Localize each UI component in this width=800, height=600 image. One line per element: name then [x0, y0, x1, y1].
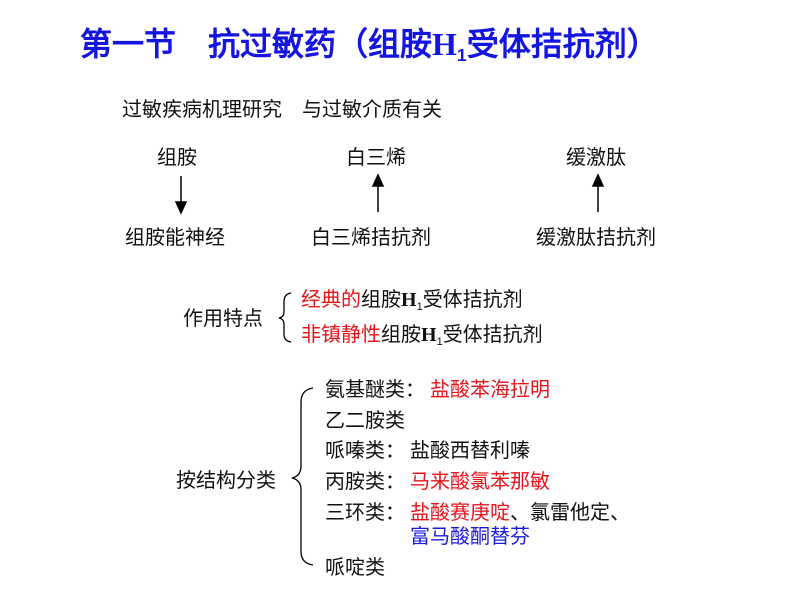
- feature-subscript: 1: [416, 300, 423, 313]
- class-name: 氨基醚类：: [325, 379, 425, 401]
- class-item: 哌啶类: [325, 558, 385, 578]
- feature-item: 非镇静性组胺H1受体拮抗剂: [301, 324, 543, 348]
- intro-text: 过敏疾病机理研究 与过敏介质有关: [122, 99, 442, 121]
- feature-h: H: [401, 289, 417, 311]
- title-h: H: [432, 26, 457, 62]
- feature-text: 组胺: [381, 324, 421, 346]
- target-histamine: 组胺能神经: [125, 227, 225, 249]
- class-name: 三环类：: [325, 502, 405, 524]
- class-item: 丙胺类：马来酸氯苯那敏: [325, 472, 550, 492]
- mediator-bradykinin: 缓激肽: [566, 147, 626, 169]
- title-suffix: 受体拮抗剂）: [466, 26, 659, 62]
- brace-features-icon: [278, 292, 292, 343]
- feature-text: 组胺: [361, 289, 401, 311]
- feature-highlight: 非镇静性: [301, 324, 381, 346]
- target-leukotriene: 白三烯拮抗剂: [311, 227, 431, 249]
- mediator-leukotriene: 白三烯: [346, 147, 406, 169]
- drug-name: 盐酸苯海拉明: [430, 379, 550, 401]
- drug-name: 马来酸氯苯那敏: [410, 471, 550, 493]
- classification-label: 按结构分类: [176, 470, 276, 492]
- mediator-histamine: 组胺: [157, 147, 197, 169]
- class-item: 氨基醚类：盐酸苯海拉明: [325, 380, 550, 400]
- brace-classification-icon: [291, 387, 314, 566]
- feature-h: H: [421, 324, 437, 346]
- target-bradykinin: 缓激肽拮抗剂: [536, 227, 656, 249]
- drug-name: 盐酸赛庚啶: [410, 502, 510, 524]
- class-item: 乙二胺类: [325, 411, 405, 431]
- drug-name: 盐酸西替利嗪: [410, 440, 530, 462]
- arrow-down-icon: [174, 176, 188, 215]
- title-text: 第一节 抗过敏药（组胺: [80, 26, 433, 62]
- drug-name-blue: 富马酸酮替芬: [410, 526, 530, 548]
- class-name: 丙胺类：: [325, 471, 405, 493]
- arrow-up-icon: [371, 173, 385, 212]
- class-name: 哌嗪类：: [325, 440, 405, 462]
- drug-name: 、氯雷他定、: [510, 502, 630, 524]
- class-name: 乙二胺类: [325, 410, 405, 432]
- feature-text: 受体拮抗剂: [422, 289, 523, 311]
- feature-subscript: 1: [436, 335, 443, 348]
- arrow-up-icon: [591, 173, 605, 212]
- feature-text: 受体拮抗剂: [442, 324, 543, 346]
- title-subscript: 1: [456, 45, 467, 66]
- feature-highlight: 经典的: [301, 289, 361, 311]
- features-label: 作用特点: [183, 308, 263, 330]
- class-item: 三环类：盐酸赛庚啶、氯雷他定、: [325, 503, 630, 523]
- slide-title: 第一节 抗过敏药（组胺H1受体拮抗剂）: [80, 26, 659, 64]
- class-name: 哌啶类: [325, 557, 385, 579]
- class-item: 哌嗪类：盐酸西替利嗪: [325, 441, 530, 461]
- feature-item: 经典的组胺H1受体拮抗剂: [301, 289, 523, 313]
